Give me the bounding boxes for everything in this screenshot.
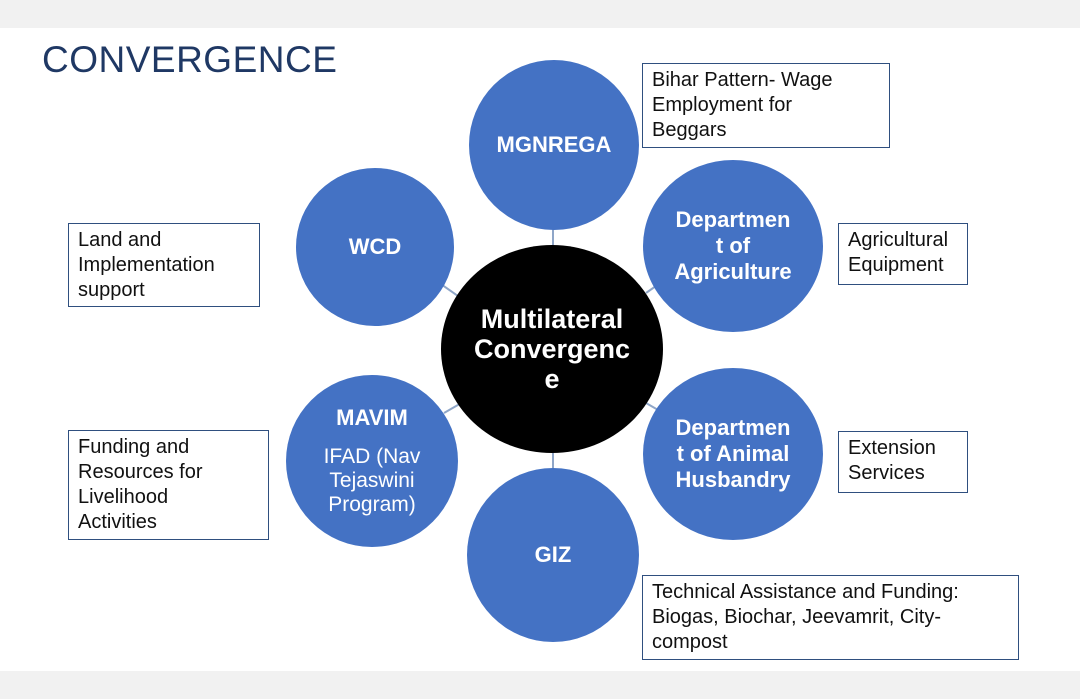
connector-giz <box>552 453 554 473</box>
node-department-of-agriculture: Departmen t of Agriculture <box>643 160 823 332</box>
connector-mgnrega <box>552 228 554 248</box>
center-hub-label: Multilateral Convergenc e <box>473 304 631 394</box>
node-wcd-label: WCD <box>348 234 402 259</box>
node-department-of-animal-husbandry: Departmen t of Animal Husbandry <box>643 368 823 540</box>
slide-title: CONVERGENCE <box>42 39 338 80</box>
note-giz: Technical Assistance and Funding: Biogas… <box>642 575 1019 660</box>
slide: CONVERGENCE Multilateral Convergenc e MG… <box>0 28 1080 671</box>
node-mavim: MAVIM IFAD (Nav Tejaswini Program) <box>286 375 458 547</box>
node-agriculture-label: Departmen t of Agriculture <box>674 207 792 284</box>
note-agriculture: Agricultural Equipment <box>838 223 968 285</box>
node-mgnrega: MGNREGA <box>469 60 639 230</box>
node-giz-label: GIZ <box>534 542 572 567</box>
note-mavim: Funding and Resources for Livelihood Act… <box>68 430 269 540</box>
note-animal-husbandry: Extension Services <box>838 431 968 493</box>
node-giz: GIZ <box>467 468 639 642</box>
center-hub: Multilateral Convergenc e <box>441 245 663 453</box>
node-wcd: WCD <box>296 168 454 326</box>
note-wcd: Land and Implementation support <box>68 223 260 307</box>
node-mavim-label: MAVIM <box>336 405 408 430</box>
node-animal-label: Departmen t of Animal Husbandry <box>675 415 791 492</box>
node-mavim-sublabel: IFAD (Nav Tejaswini Program) <box>323 445 421 516</box>
note-mgnrega: Bihar Pattern- Wage Employment for Begga… <box>642 63 890 148</box>
node-mgnrega-label: MGNREGA <box>496 132 612 157</box>
